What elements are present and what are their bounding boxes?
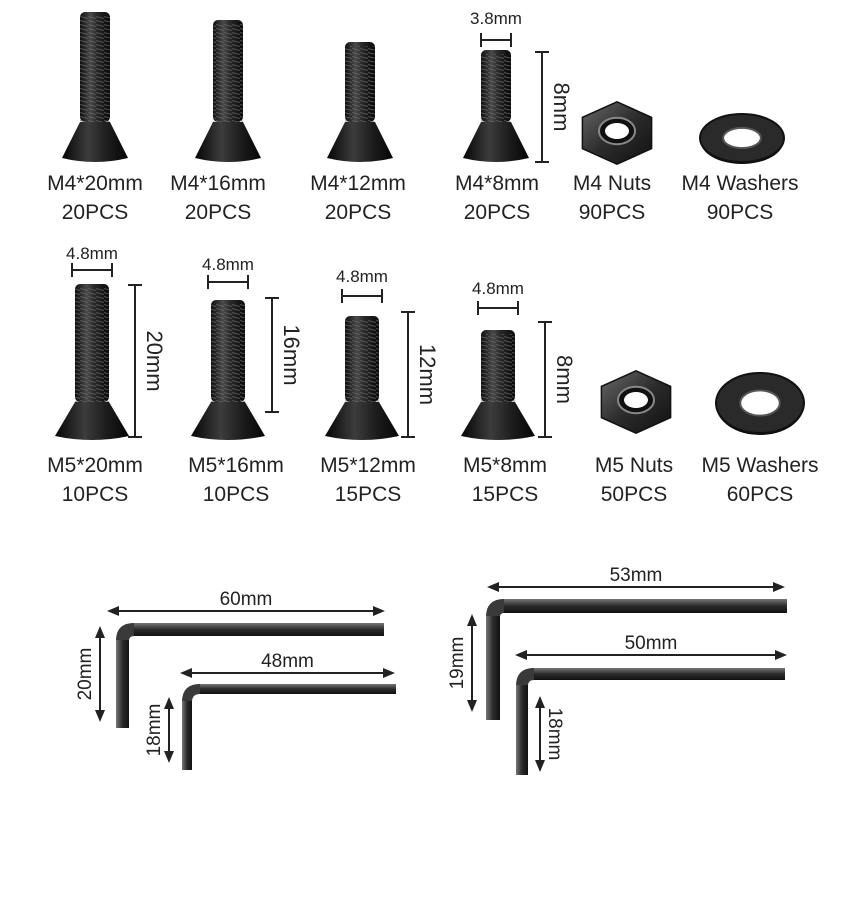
item-qty: 20PCS	[62, 201, 129, 224]
length-dimension: 20mm	[128, 284, 167, 438]
item-m4-washers: M4 Washers 90PCS	[681, 113, 799, 224]
short-label: 20mm	[75, 648, 96, 701]
item-name: M4*20mm	[47, 172, 143, 195]
item-m4-20mm: M4*20mm 20PCS	[47, 12, 143, 224]
item-name: M4 Nuts	[573, 172, 651, 195]
length-arrow: 53mm	[487, 565, 785, 592]
item-m4-12mm: M4*12mm 20PCS	[310, 42, 406, 224]
item-qty: 10PCS	[62, 483, 129, 506]
screw	[463, 50, 529, 162]
width-label: 3.8mm	[470, 9, 522, 28]
short-label: 18mm	[544, 708, 565, 761]
item-name: M4*12mm	[310, 172, 406, 195]
item-qty: 50PCS	[601, 483, 668, 506]
item-m4-8mm: M4*8mm 20PCS	[455, 50, 539, 224]
item-qty: 60PCS	[727, 483, 794, 506]
length-label: 20mm	[142, 330, 167, 391]
length-arrow: 48mm	[180, 651, 395, 678]
length-label: 12mm	[415, 344, 440, 405]
item-qty: 90PCS	[707, 201, 774, 224]
item-qty: 90PCS	[579, 201, 646, 224]
screw	[191, 300, 265, 440]
item-name: M4*8mm	[455, 172, 539, 195]
length-dimension: 8mm	[538, 321, 577, 438]
item-name: M4*16mm	[170, 172, 266, 195]
width-label: 4.8mm	[472, 279, 524, 298]
short-arm-arrow: 18mm	[144, 697, 174, 763]
row-m4: M4*20mm20PCSM4*16mm20PCSM4*12mm20PCSM4*8…	[47, 9, 798, 224]
hex-key	[516, 668, 785, 775]
item-m4-16mm: M4*16mm 20PCS	[170, 20, 266, 224]
item-name: M5 Nuts	[595, 454, 673, 477]
hex-nut	[581, 100, 653, 166]
item-qty: 20PCS	[464, 201, 531, 224]
short-label: 19mm	[447, 637, 468, 690]
item-name: M5*20mm	[47, 454, 143, 477]
length-label: 60mm	[220, 589, 273, 610]
item-m5-nuts: M5 Nuts 50PCS	[595, 369, 673, 506]
width-label: 4.8mm	[202, 255, 254, 274]
screw	[195, 20, 261, 162]
item-qty: 15PCS	[472, 483, 539, 506]
short-arm-arrow: 20mm	[75, 626, 105, 722]
item-name: M5*8mm	[463, 454, 547, 477]
short-label: 18mm	[144, 704, 165, 757]
length-dimension: 12mm	[401, 311, 440, 438]
length-label: 48mm	[261, 651, 314, 672]
item-qty: 20PCS	[185, 201, 252, 224]
washer	[715, 372, 805, 435]
short-arm-arrow: 18mm	[535, 696, 565, 772]
width-dimension: 4.8mm	[66, 244, 118, 277]
screw	[55, 284, 129, 440]
screw	[62, 12, 128, 162]
item-m5-washers: M5 Washers 60PCS	[701, 372, 819, 506]
width-dimension: 4.8mm	[472, 279, 524, 315]
width-label: 4.8mm	[66, 244, 118, 263]
length-dimension: 8mm	[535, 51, 574, 163]
screw	[325, 316, 399, 440]
width-dimension: 4.8mm	[336, 267, 388, 303]
item-name: M5*12mm	[320, 454, 416, 477]
length-label: 8mm	[549, 83, 574, 132]
length-dimension: 16mm	[265, 297, 304, 413]
hex-key-set-left: 60mm 20mm 48mm 18mm	[75, 589, 396, 770]
item-name: M5 Washers	[701, 454, 818, 477]
item-qty: 10PCS	[203, 483, 270, 506]
item-name: M4 Washers	[681, 172, 798, 195]
hex-key	[486, 599, 787, 720]
hex-key-set-right: 53mm 19mm 50mm 18mm	[447, 565, 787, 775]
hex-key	[116, 623, 384, 728]
washer	[699, 113, 785, 164]
width-dimension: 4.8mm	[202, 255, 254, 289]
length-label: 50mm	[625, 633, 678, 654]
item-m4-nuts: M4 Nuts 90PCS	[573, 100, 653, 224]
item-qty: 20PCS	[325, 201, 392, 224]
length-label: 16mm	[279, 324, 304, 385]
item-name: M5*16mm	[188, 454, 284, 477]
item-qty: 15PCS	[335, 483, 402, 506]
length-arrow: 60mm	[107, 589, 385, 616]
screw	[461, 330, 535, 440]
hex-key	[182, 684, 396, 770]
hex-nut	[600, 369, 672, 435]
screw	[327, 42, 393, 162]
short-arm-arrow: 19mm	[447, 614, 477, 712]
length-label: 53mm	[610, 565, 663, 586]
length-label: 8mm	[552, 355, 577, 404]
width-dimension: 3.8mm	[470, 9, 522, 47]
width-label: 4.8mm	[336, 267, 388, 286]
length-arrow: 50mm	[515, 633, 787, 660]
